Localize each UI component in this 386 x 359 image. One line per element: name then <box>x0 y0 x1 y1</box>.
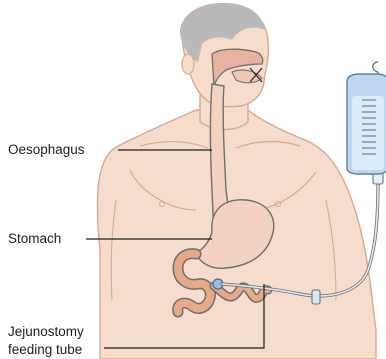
label-stomach: Stomach <box>8 231 61 247</box>
label-jejunostomy-line2: feeding tube <box>8 342 82 358</box>
ear <box>182 54 194 74</box>
label-jejunostomy-line1: Jejunostomy <box>8 324 84 340</box>
tube-clamp <box>312 290 320 304</box>
bag-fluid <box>352 96 384 170</box>
label-oesophagus: Oesophagus <box>8 142 85 158</box>
